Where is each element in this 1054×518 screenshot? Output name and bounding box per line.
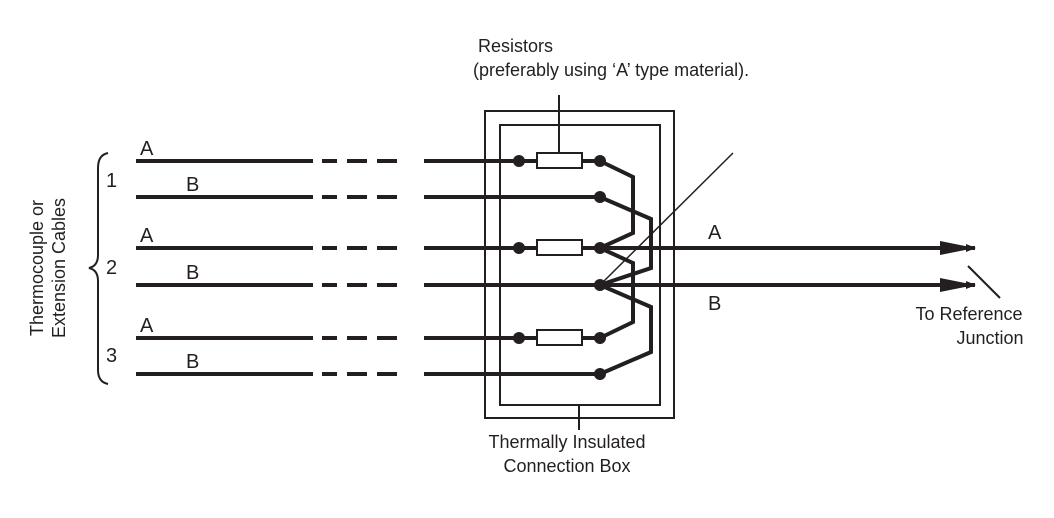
cable-1-number: 1 xyxy=(106,170,117,192)
cable-2-b-label: B xyxy=(186,262,199,284)
resistor-2 xyxy=(536,239,583,256)
box-label-1: Thermally Insulated xyxy=(488,432,645,452)
junction-dot xyxy=(594,155,606,167)
cables-brace xyxy=(88,152,109,385)
junction-dot xyxy=(513,242,525,254)
arrow-a-icon xyxy=(940,241,975,255)
cable-3-b-label: B xyxy=(186,351,199,373)
cable-3-a-label: A xyxy=(140,315,154,337)
reference-label-1: To Reference xyxy=(915,304,1022,324)
reference-label-2: Junction xyxy=(956,328,1023,348)
cable-1-b-label: B xyxy=(186,174,199,196)
resistor-1 xyxy=(536,152,583,169)
cables-label-2: Extension Cables xyxy=(49,198,69,338)
cable-2-number: 2 xyxy=(106,257,117,279)
junction-dot xyxy=(594,332,606,344)
resistors-label-1: Resistors xyxy=(478,36,553,56)
junction-dot xyxy=(594,191,606,203)
arrow-b-icon xyxy=(940,278,975,292)
cable-1-a-label: A xyxy=(140,138,154,160)
box-label-2: Connection Box xyxy=(503,456,630,476)
output-a-label: A xyxy=(708,222,722,244)
pointer-line xyxy=(599,152,734,286)
output-b-label: B xyxy=(708,293,721,315)
junction-dot xyxy=(594,368,606,380)
junction-dot xyxy=(513,332,525,344)
reference-tick xyxy=(967,265,1001,299)
junction-dot xyxy=(594,279,606,291)
cable-2-a-label: A xyxy=(140,225,154,247)
cables-label-1: Thermocouple or xyxy=(27,200,47,336)
resistor-3 xyxy=(536,329,583,346)
junction-dot xyxy=(594,242,606,254)
resistors-label-2: (preferably using ‘A’ type material). xyxy=(473,60,749,80)
junction-dot xyxy=(513,155,525,167)
cable-3-number: 3 xyxy=(106,345,117,367)
